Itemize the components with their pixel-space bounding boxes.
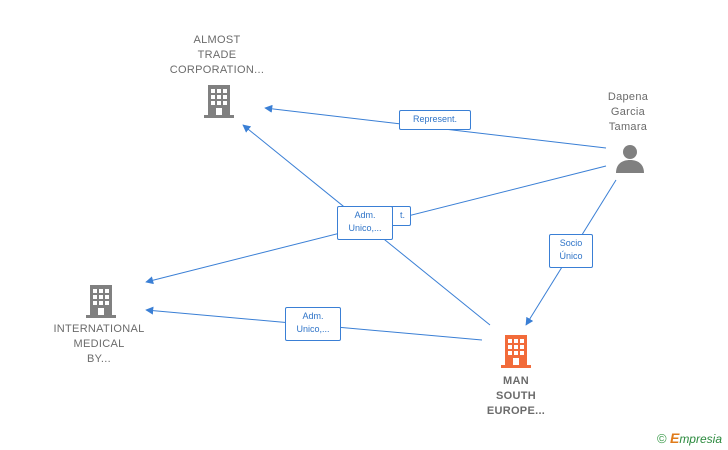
person-icon[interactable] xyxy=(614,142,646,174)
node-label-international[interactable]: INTERNATIONAL MEDICAL BY... xyxy=(53,323,145,365)
building-icon[interactable] xyxy=(500,333,532,369)
copyright-symbol: © xyxy=(657,431,667,446)
empresia-logo: © Empresia xyxy=(657,430,722,446)
brand-initial: E xyxy=(669,430,680,446)
node-label-almost[interactable]: ALMOST TRADE CORPORATION... xyxy=(169,34,265,76)
brand-name: mpresia xyxy=(679,432,722,446)
node-label-dapena[interactable]: Dapena Garcia Tamara xyxy=(607,91,649,133)
node-label-man[interactable]: MAN SOUTH EUROPE... xyxy=(486,375,546,417)
edge-label-socio[interactable]: Socio Único xyxy=(549,234,593,268)
building-icon[interactable] xyxy=(85,283,117,319)
edge-label-adm-international[interactable]: Adm. Unico,... xyxy=(285,307,341,341)
edge-label-adm-almost[interactable]: Adm. Unico,... xyxy=(337,206,393,240)
edge-label-represent[interactable]: Represent. xyxy=(399,110,471,130)
building-icon[interactable] xyxy=(203,83,235,119)
